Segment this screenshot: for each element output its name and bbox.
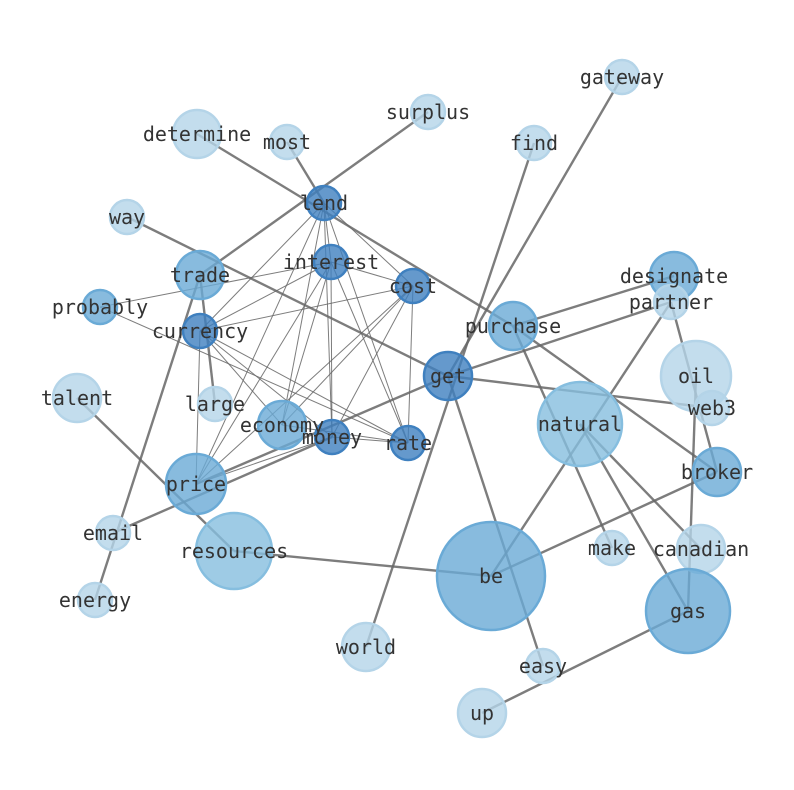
node-label-broker: broker xyxy=(681,460,753,484)
node-label-oil: oil xyxy=(678,364,714,388)
node-label-talent: talent xyxy=(41,386,113,410)
node-gateway[interactable] xyxy=(603,58,641,96)
node-be[interactable] xyxy=(435,520,547,632)
node-email[interactable] xyxy=(94,514,132,552)
node-natural[interactable] xyxy=(536,380,624,468)
node-money[interactable] xyxy=(313,418,351,456)
node-talent[interactable] xyxy=(51,372,103,424)
edge-interest-price xyxy=(195,261,332,485)
edge-interest-rate xyxy=(330,261,409,444)
node-label-energy: energy xyxy=(59,588,131,612)
node-partner[interactable] xyxy=(652,283,690,321)
node-label-trade: trade xyxy=(170,263,230,287)
edge-determine-purchase xyxy=(196,132,514,328)
node-label-make: make xyxy=(588,536,636,560)
node-label-easy: easy xyxy=(519,654,567,678)
node-label-interest: interest xyxy=(283,250,379,274)
node-most[interactable] xyxy=(268,123,306,161)
node-price[interactable] xyxy=(164,452,228,516)
node-cost[interactable] xyxy=(394,267,432,305)
node-label-rate: rate xyxy=(384,431,432,455)
edge-interest-money xyxy=(330,261,333,438)
edge-currency-rate xyxy=(199,330,409,444)
node-gas[interactable] xyxy=(644,567,732,655)
node-easy[interactable] xyxy=(524,647,562,685)
node-purchase[interactable] xyxy=(487,300,539,352)
node-label-world: world xyxy=(336,635,396,659)
node-label-canadian: canadian xyxy=(653,537,749,561)
node-world[interactable] xyxy=(340,621,392,673)
node-energy[interactable] xyxy=(76,581,114,619)
nodes-layer xyxy=(51,58,743,739)
edge-interest-economy xyxy=(281,261,332,426)
node-get[interactable] xyxy=(422,350,474,402)
node-label-resources: resources xyxy=(180,539,288,563)
edges-layer xyxy=(76,76,719,715)
labels-layer: gateway surplus determine most find lend way in… xyxy=(41,65,753,725)
node-label-get: get xyxy=(430,364,466,388)
node-resources[interactable] xyxy=(194,511,274,591)
edge-probably-rate xyxy=(99,306,409,444)
node-label-be: be xyxy=(479,564,503,588)
node-trade[interactable] xyxy=(174,249,226,301)
node-determine[interactable] xyxy=(171,108,223,160)
node-label-designate: designate xyxy=(620,264,728,288)
edge-way-get xyxy=(126,215,449,378)
edge-interest-currency xyxy=(199,261,332,332)
node-label-most: most xyxy=(263,130,311,154)
node-web3[interactable] xyxy=(693,389,731,427)
node-label-email: email xyxy=(83,521,143,545)
node-label-money: money xyxy=(302,425,362,449)
edge-cost-price xyxy=(195,285,414,485)
node-label-price: price xyxy=(166,472,226,496)
edge-gateway-get xyxy=(446,76,624,377)
edge-lend-economy xyxy=(281,202,325,426)
node-label-web3: web3 xyxy=(688,396,736,420)
node-label-probably: probably xyxy=(52,295,148,319)
node-label-purchase: purchase xyxy=(465,314,561,338)
node-interest[interactable] xyxy=(312,243,350,281)
node-make[interactable] xyxy=(593,529,631,567)
node-label-economy: economy xyxy=(240,413,324,437)
node-large[interactable] xyxy=(196,385,234,423)
node-way[interactable] xyxy=(108,198,146,236)
node-rate[interactable] xyxy=(389,424,427,462)
node-label-up: up xyxy=(470,701,494,725)
node-surplus[interactable] xyxy=(409,93,447,131)
node-currency[interactable] xyxy=(181,312,219,350)
edge-lend-cost xyxy=(323,202,414,287)
edge-lend-rate xyxy=(323,202,409,444)
node-label-find: find xyxy=(510,131,558,155)
node-label-large: large xyxy=(185,392,245,416)
edge-get-partner xyxy=(447,300,672,378)
edge-lend-currency xyxy=(199,202,325,332)
node-economy[interactable] xyxy=(256,399,308,451)
edge-cost-currency xyxy=(199,285,414,332)
node-label-currency: currency xyxy=(152,319,248,343)
edge-cost-rate xyxy=(407,285,414,444)
node-label-natural: natural xyxy=(538,412,622,436)
node-probably[interactable] xyxy=(81,288,119,326)
node-label-cost: cost xyxy=(389,274,437,298)
edge-lend-money xyxy=(323,202,333,438)
edge-currency-money xyxy=(199,330,333,438)
node-lend[interactable] xyxy=(305,184,343,222)
node-label-gateway: gateway xyxy=(580,65,664,89)
edge-cost-economy xyxy=(281,285,414,426)
edge-purchase-designate xyxy=(512,274,675,328)
node-label-determine: determine xyxy=(143,122,251,146)
node-broker[interactable] xyxy=(691,446,743,498)
node-label-surplus: surplus xyxy=(386,100,470,124)
node-label-way: way xyxy=(109,205,145,229)
node-up[interactable] xyxy=(456,687,508,739)
edge-lend-price xyxy=(195,202,325,485)
node-label-lend: lend xyxy=(300,191,348,215)
node-label-partner: partner xyxy=(629,290,713,314)
node-find[interactable] xyxy=(515,124,553,162)
edge-cost-money xyxy=(331,285,414,438)
node-label-gas: gas xyxy=(670,599,706,623)
